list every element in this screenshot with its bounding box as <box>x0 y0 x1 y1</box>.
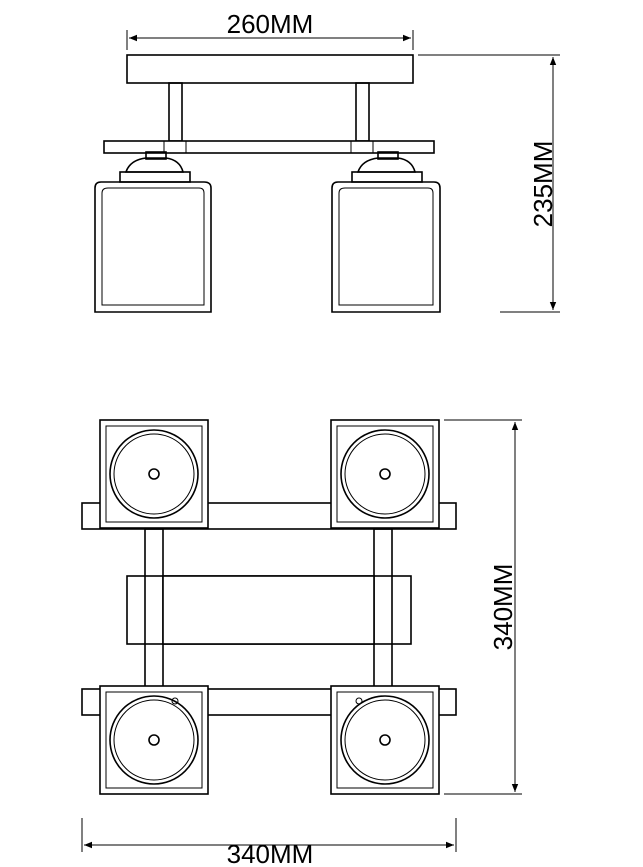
shade-top-left <box>99 419 209 529</box>
ceiling-plate <box>126 54 414 84</box>
front-view: 260MM 235MM <box>94 9 560 313</box>
lower-arm <box>81 688 457 716</box>
top-width-label: 260MM <box>227 9 314 39</box>
right-rail <box>373 528 393 690</box>
shade-bottom-left <box>99 685 209 795</box>
upper-arm <box>81 502 457 530</box>
left-lamp <box>94 151 212 313</box>
cross-bar <box>103 140 435 154</box>
left-rod <box>168 82 183 142</box>
shade-bottom-right <box>330 685 440 795</box>
depth-label: 340MM <box>488 564 518 651</box>
right-lamp <box>331 151 441 313</box>
shade-top-right <box>330 419 440 529</box>
bottom-width-label: 340MM <box>227 839 314 867</box>
left-rail <box>144 528 164 690</box>
plan-view: 340MM 340MM <box>81 419 522 867</box>
right-rod <box>355 82 370 142</box>
height-label: 235MM <box>528 141 558 228</box>
